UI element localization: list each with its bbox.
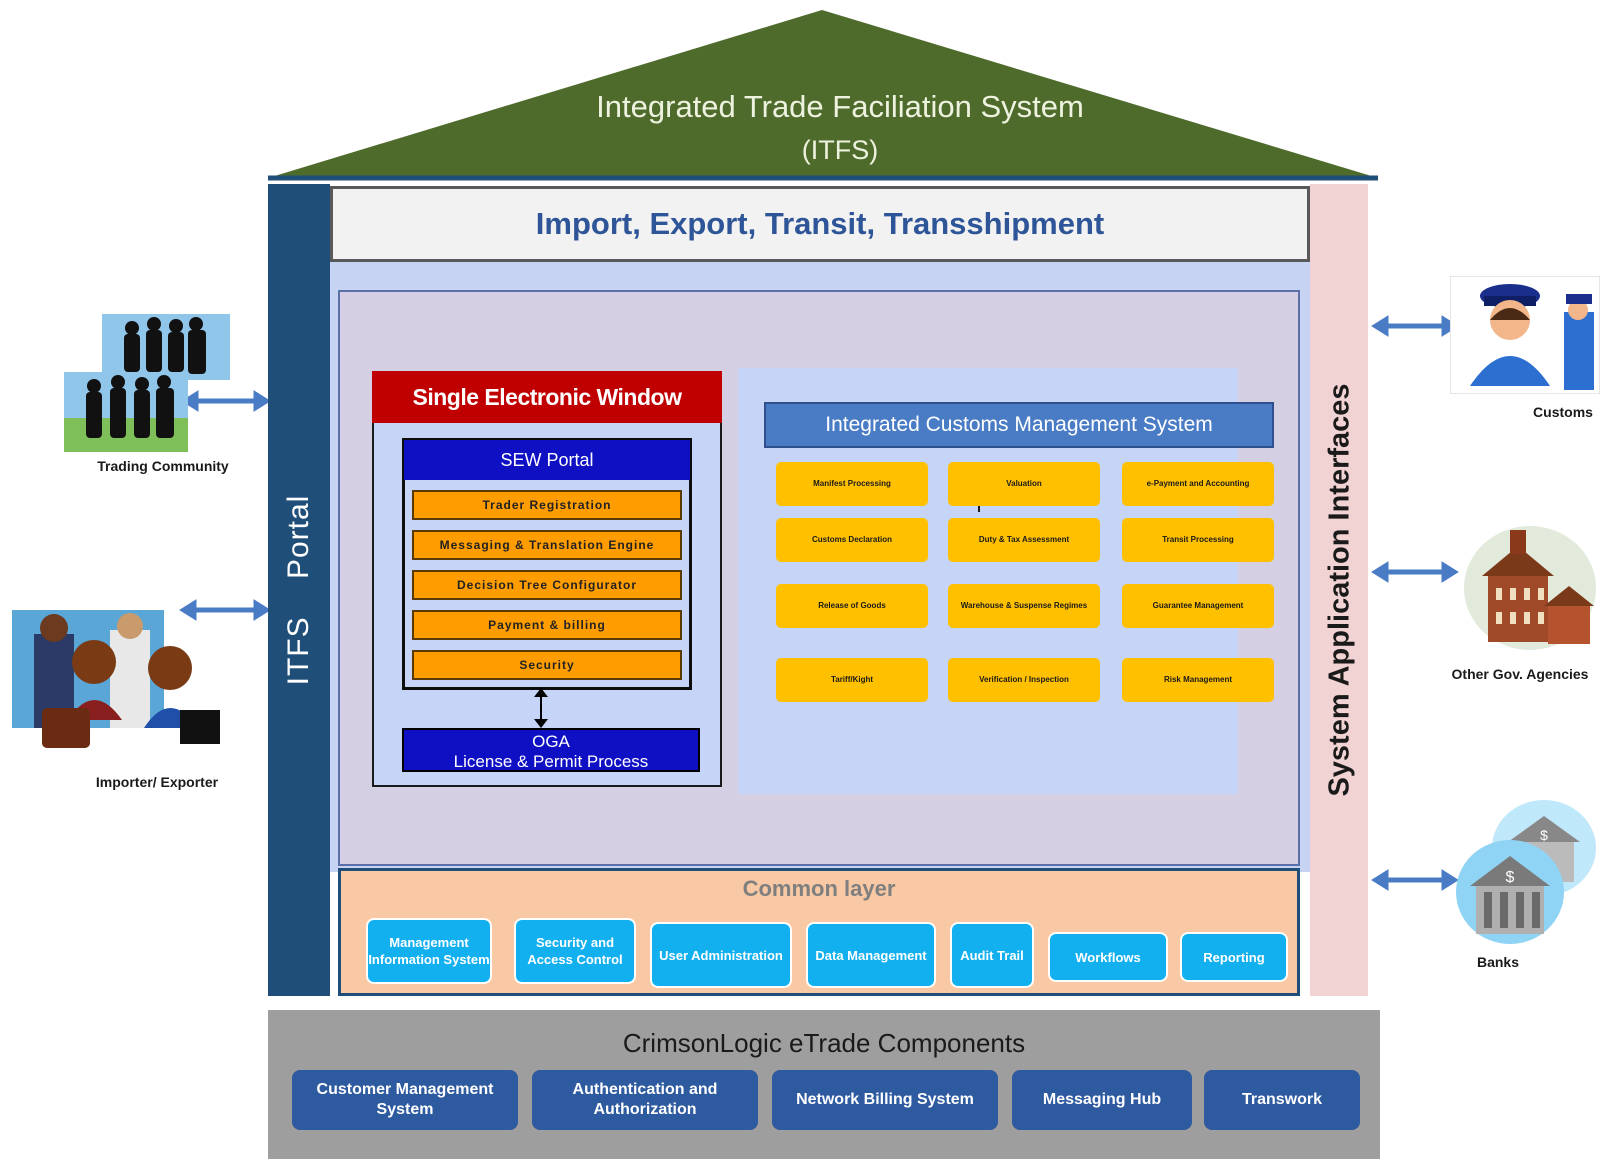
icms-module: Warehouse & Suspense Regimes (948, 584, 1100, 628)
common-module-audit-trail: Audit Trail (952, 924, 1032, 986)
sew-portal-box (402, 438, 692, 690)
arrow-customs (1371, 315, 1459, 337)
banks-icon: $ $ (1456, 800, 1596, 944)
common-module-security: Security and Access Control (516, 920, 634, 982)
oga-license-process: OGA License & Permit Process (402, 728, 700, 772)
other-gov-agencies-label: Other Gov. Agencies (1451, 666, 1589, 682)
arrow-importer-exporter (179, 599, 271, 621)
system-interfaces-label: System Application Interfaces (1323, 383, 1356, 797)
icms-module: Valuation (948, 462, 1100, 506)
sew-title: Single Electronic Window (372, 371, 722, 423)
sew-oga-arrowhead-down (534, 719, 548, 728)
roof-subtitle: (ITFS) (801, 135, 879, 165)
common-module-workflows: Workflows (1050, 934, 1166, 980)
oga-sublabel: License & Permit Process (453, 752, 649, 771)
icms-module: Duty & Tax Assessment (948, 518, 1100, 562)
trade-processes-band: Import, Export, Transit, Transshipment (330, 186, 1310, 262)
importer-exporter-label: Importer/ Exporter (95, 774, 219, 790)
arrow-other-gov (1371, 561, 1459, 583)
roof-shape (268, 10, 1378, 178)
roof-title: Integrated Trade Faciliation System (596, 89, 1084, 124)
sew-item-messaging-engine: Messaging & Translation Engine (412, 530, 682, 560)
crimsonlogic-title: CrimsonLogic eTrade Components (622, 1028, 1026, 1058)
icms-module: Risk Management (1122, 658, 1274, 702)
sew-oga-connector (540, 690, 542, 726)
icms-title: Integrated Customs Management System (764, 402, 1274, 448)
icms-module: Transit Processing (1122, 518, 1274, 562)
sew-item-trader-registration: Trader Registration (412, 490, 682, 520)
other-gov-agencies-icon (1464, 526, 1596, 650)
customs-icon (1450, 276, 1600, 394)
icms-module: Verification / Inspection (948, 658, 1100, 702)
sew-oga-arrowhead-up (534, 688, 548, 697)
itfs-portal-label: ITFS Portal (282, 494, 315, 686)
trading-community-icon (64, 314, 230, 452)
sew-item-decision-tree: Decision Tree Configurator (412, 570, 682, 600)
icms-module: Guarantee Management (1122, 584, 1274, 628)
arrow-banks (1371, 869, 1459, 891)
icms-module: Release of Goods (776, 584, 928, 628)
itfs-portal-pillar (268, 184, 330, 996)
sew-item-payment-billing: Payment & billing (412, 610, 682, 640)
sew-item-security: Security (412, 650, 682, 680)
common-module-user-admin: User Administration (652, 924, 790, 986)
customs-label: Customs (1533, 404, 1593, 420)
importer-exporter-icon (12, 610, 220, 748)
common-module-reporting: Reporting (1182, 934, 1286, 980)
icms-module: Manifest Processing (776, 462, 928, 506)
svg-text:$: $ (1506, 869, 1515, 886)
crimson-module-customer-mgmt: Customer Management System (292, 1070, 518, 1130)
sew-portal-title: SEW Portal (404, 440, 690, 480)
oga-label: OGA (532, 732, 570, 751)
common-module-mis: Management Information System (368, 920, 490, 982)
icms-module: Tariff/Kight (776, 658, 928, 702)
system-interfaces-pillar (1310, 184, 1368, 996)
crimson-module-transwork: Transwork (1204, 1070, 1360, 1130)
icms-connector (978, 502, 980, 512)
crimson-module-authentication: Authentication and Authorization (532, 1070, 758, 1130)
banks-label: Banks (1476, 954, 1520, 970)
crimson-module-messaging-hub: Messaging Hub (1012, 1070, 1192, 1130)
common-module-data-mgmt: Data Management (808, 924, 934, 986)
common-layer-title: Common layer (742, 876, 896, 901)
icms-module: e-Payment and Accounting (1122, 462, 1274, 506)
svg-text:$: $ (1540, 827, 1548, 843)
arrow-trading-community (181, 390, 271, 412)
crimson-module-network-billing: Network Billing System (772, 1070, 998, 1130)
trading-community-label: Trading Community (97, 458, 229, 474)
icms-module: Customs Declaration (776, 518, 928, 562)
